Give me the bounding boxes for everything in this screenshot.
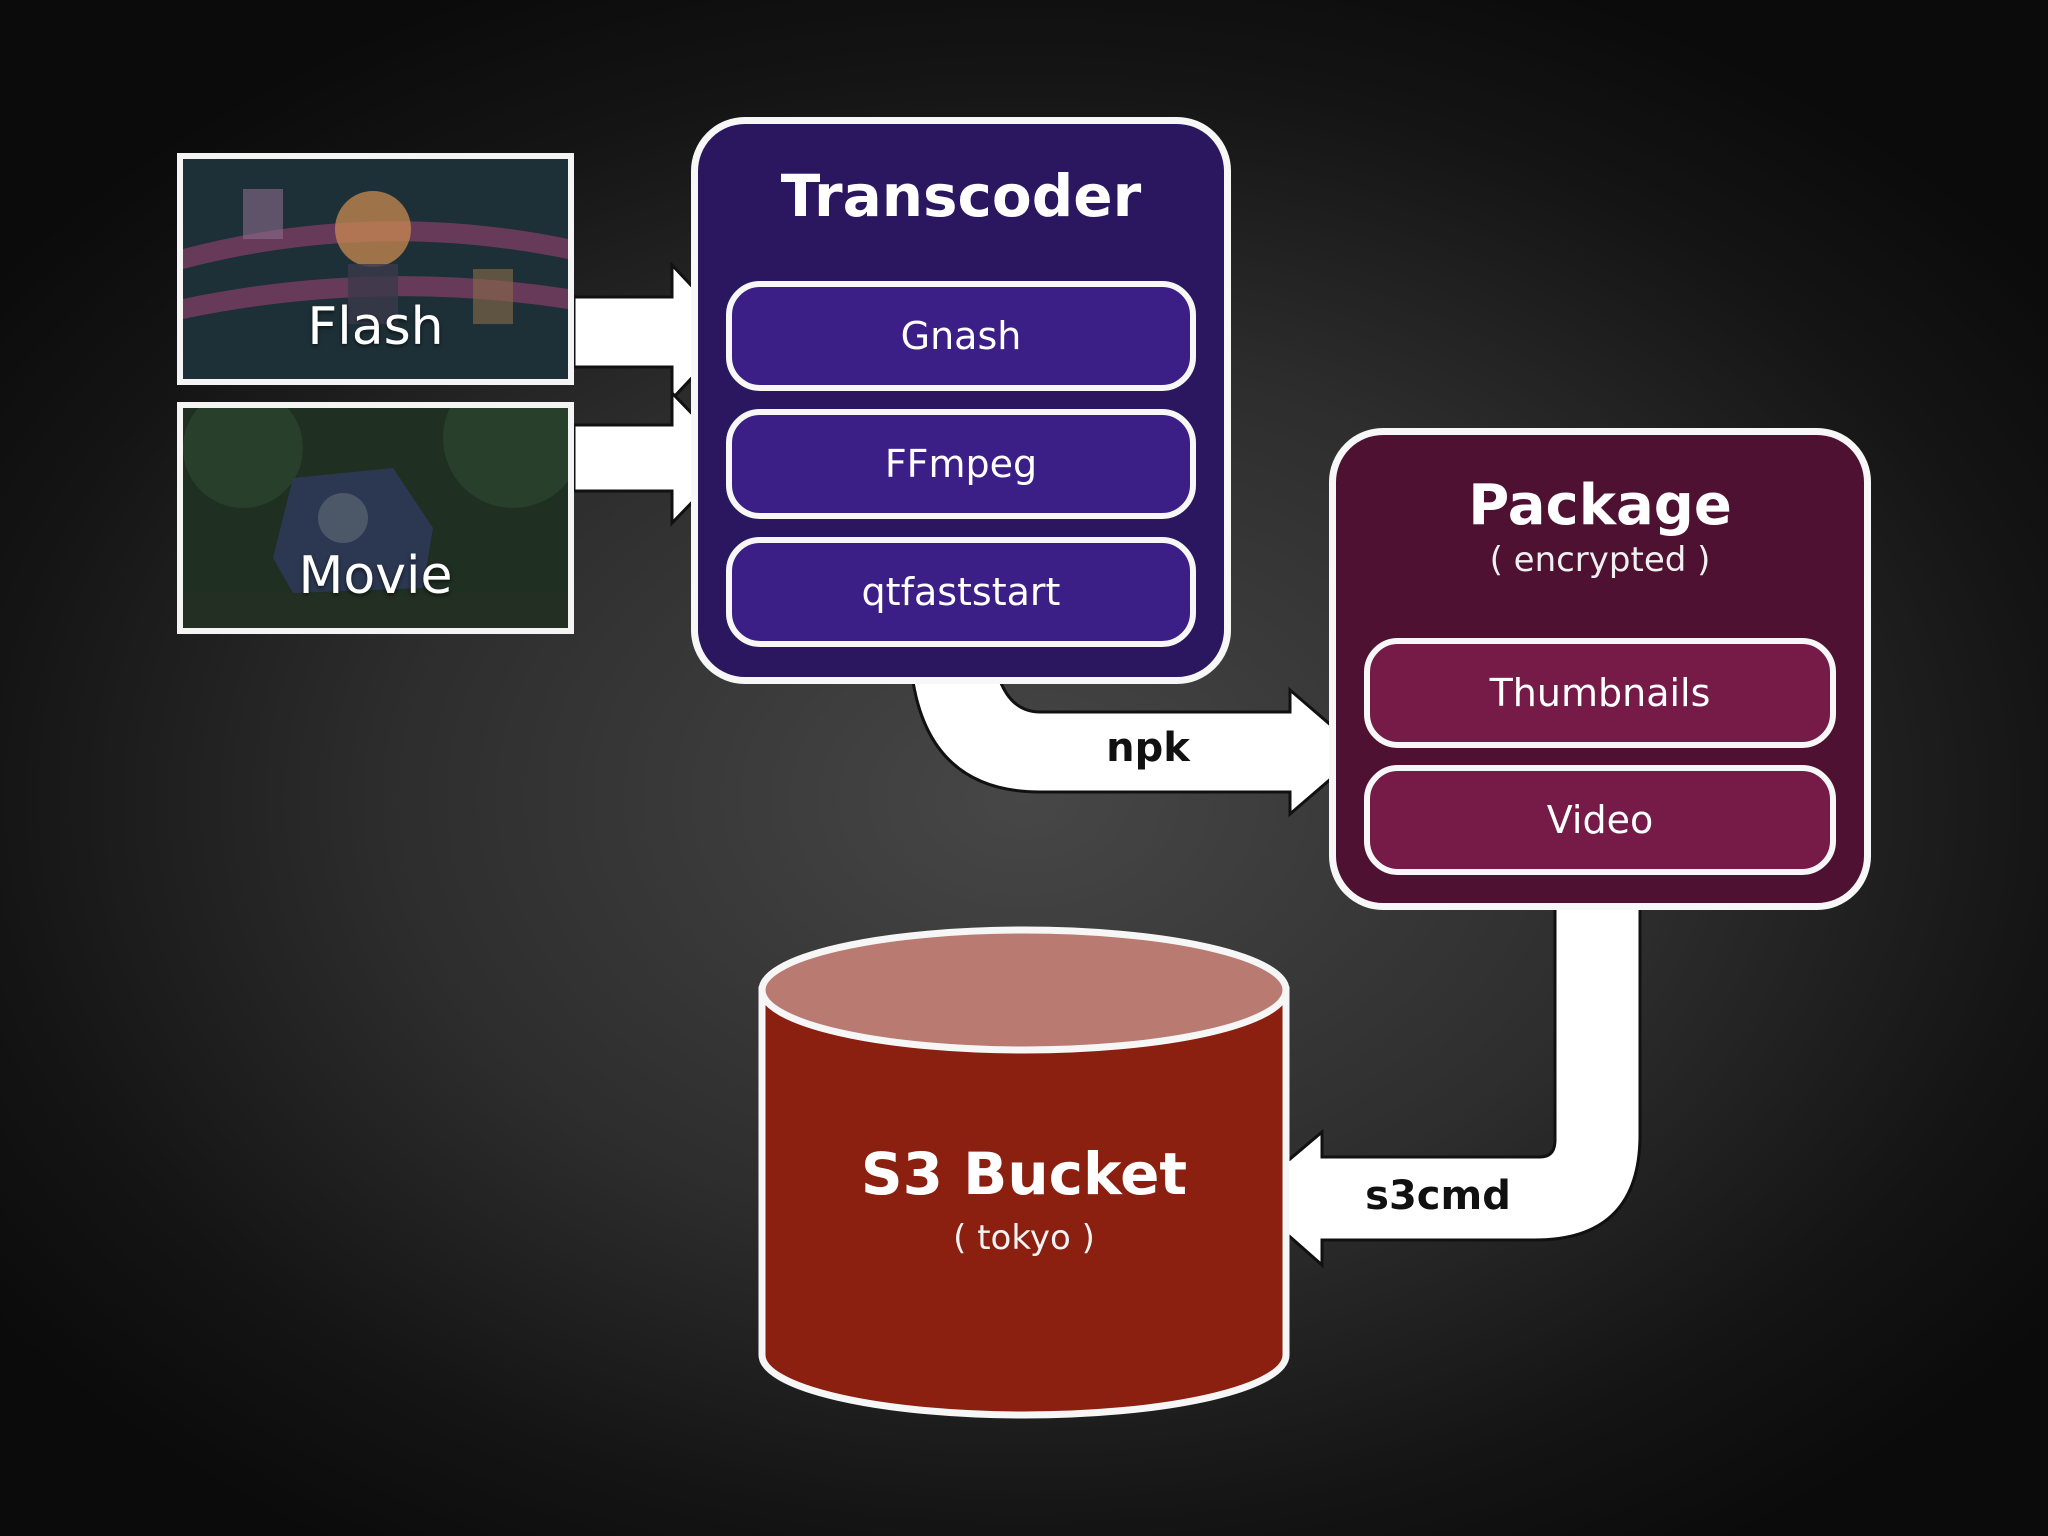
- module-ffmpeg: FFmpeg: [726, 409, 1196, 519]
- npk-label: npk: [1106, 725, 1190, 771]
- transcoder-title: Transcoder: [780, 162, 1142, 230]
- source-label-movie: Movie: [298, 546, 453, 606]
- module-gnash: Gnash: [726, 281, 1196, 391]
- package-title: Package: [1468, 473, 1732, 538]
- source-label-flash: Flash: [307, 297, 444, 357]
- module-qtfaststart: qtfaststart: [726, 537, 1196, 647]
- module-video: Video: [1364, 765, 1836, 875]
- transcoder-group: Transcoder Gnash FFmpeg qtfaststart: [691, 117, 1231, 684]
- s3-bucket-title: S3 Bucket: [860, 1140, 1188, 1208]
- source-movie: Movie: [177, 402, 574, 634]
- s3cmd-label: s3cmd: [1365, 1173, 1511, 1219]
- movie-thumbnail-image: [183, 408, 568, 628]
- module-thumbnails: Thumbnails: [1364, 638, 1836, 748]
- s3-bucket-body: [758, 986, 1290, 1419]
- package-group: Package ( encrypted ) Thumbnails Video: [1329, 428, 1871, 910]
- s3-bucket-cylinder: [758, 926, 1290, 1419]
- package-subtitle: ( encrypted ): [1489, 540, 1711, 580]
- npk-arrow: [910, 673, 1365, 818]
- s3-bucket: S3 Bucket ( tokyo ): [762, 1140, 1286, 1280]
- source-flash: Flash: [177, 153, 574, 385]
- flash-thumbnail-image: [183, 159, 568, 379]
- s3-bucket-subtitle: ( tokyo ): [953, 1218, 1095, 1258]
- s3-bucket-top: [758, 926, 1290, 1054]
- s3cmd-arrow: [1242, 903, 1642, 1269]
